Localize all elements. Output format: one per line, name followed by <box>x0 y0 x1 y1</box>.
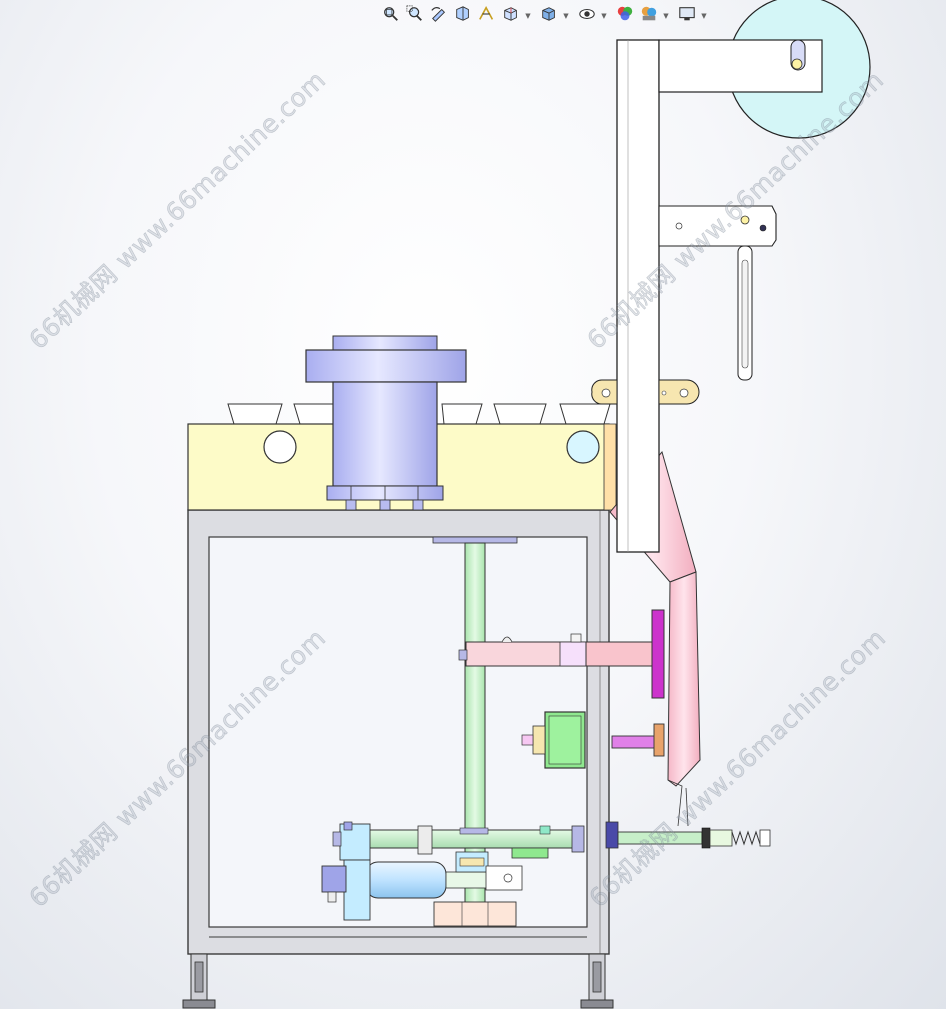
green-motor[interactable] <box>521 711 665 769</box>
hide-show-items-button[interactable] <box>576 5 598 27</box>
view-settings-button[interactable] <box>676 5 698 27</box>
chevron-down-icon[interactable]: ▼ <box>601 12 607 20</box>
view-orientation-button[interactable] <box>500 5 522 27</box>
side-bracket[interactable] <box>591 379 700 405</box>
hide-show-items-icon <box>578 5 596 27</box>
dynamic-annotation-icon <box>478 5 496 27</box>
edit-appearance-icon <box>616 5 634 27</box>
upper-bracket[interactable] <box>658 205 777 381</box>
view-settings-icon <box>678 5 696 27</box>
dynamic-annotation-button[interactable] <box>476 5 498 27</box>
edit-appearance-button[interactable] <box>614 5 636 27</box>
apply-scene-icon <box>640 5 658 27</box>
previous-view-button[interactable] <box>428 5 450 27</box>
central-cylinder[interactable] <box>305 335 467 511</box>
view-orientation-icon <box>502 5 520 27</box>
chevron-down-icon[interactable]: ▼ <box>663 12 669 20</box>
apply-scene-button[interactable] <box>638 5 660 27</box>
display-style-button[interactable] <box>538 5 560 27</box>
bottom-mechanism[interactable] <box>321 821 585 927</box>
section-view-button[interactable] <box>452 5 474 27</box>
chevron-down-icon[interactable]: ▼ <box>525 12 531 20</box>
push-rod[interactable] <box>605 821 771 849</box>
tall-column[interactable] <box>616 39 823 553</box>
section-view-icon <box>454 5 472 27</box>
chevron-down-icon[interactable]: ▼ <box>701 12 707 20</box>
display-style-icon <box>540 5 558 27</box>
zoom-to-area-icon <box>406 5 424 27</box>
previous-view-icon <box>430 5 448 27</box>
view-toolbar: ▼ ▼ ▼ ▼ ▼ <box>380 4 712 28</box>
cup-row <box>227 403 611 425</box>
caster-right <box>580 953 614 1009</box>
zoom-to-fit-button[interactable] <box>380 5 402 27</box>
caster-left <box>182 953 216 1009</box>
chevron-down-icon[interactable]: ▼ <box>563 12 569 20</box>
zoom-to-area-button[interactable] <box>404 5 426 27</box>
zoom-to-fit-icon <box>382 5 400 27</box>
pink-arm[interactable] <box>458 609 665 699</box>
